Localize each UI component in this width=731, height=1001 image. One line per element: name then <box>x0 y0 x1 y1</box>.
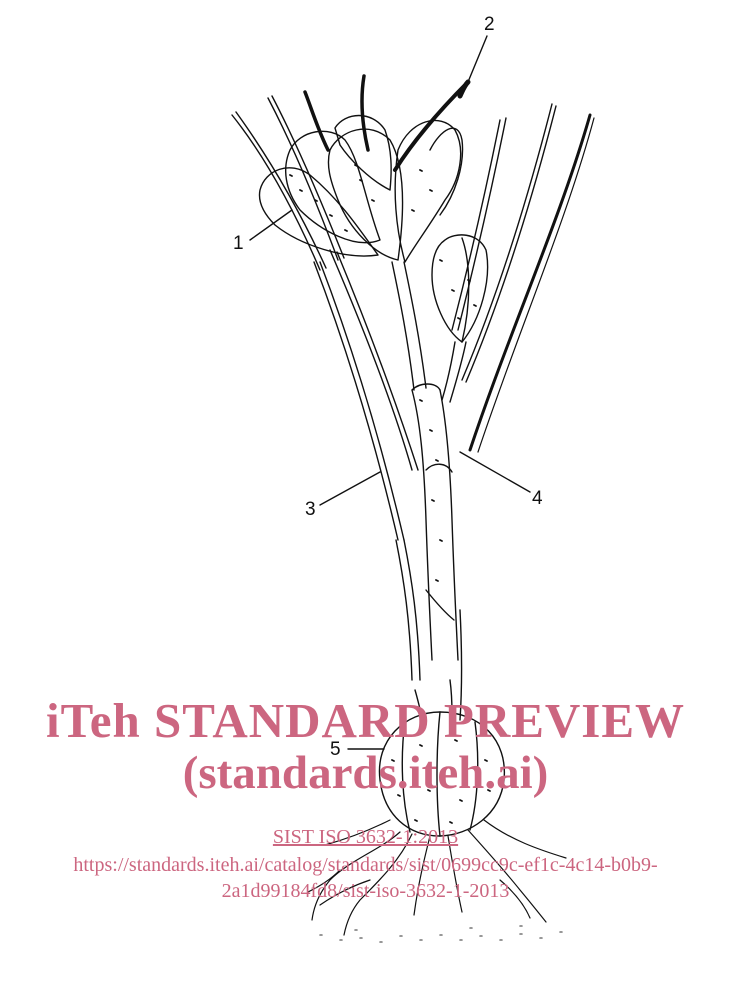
watermark-title: iTeh STANDARD PREVIEW <box>0 692 731 749</box>
callout-label-3: 3 <box>305 500 316 519</box>
leader-line-2 <box>468 36 487 82</box>
watermark-url-line-1: https://standards.iteh.ai/catalog/standa… <box>0 854 731 877</box>
leader-lines <box>250 36 530 749</box>
callout-label-4: 4 <box>532 489 543 508</box>
watermark-standard-link[interactable]: SIST ISO 3632-1:2013 <box>0 826 731 849</box>
watermark-url-line-2: 2a1d99184fd8/sist-iso-3632-1-2013 <box>0 880 731 903</box>
flower-bud <box>432 235 488 402</box>
leader-line-3 <box>320 472 380 505</box>
soil <box>320 926 562 942</box>
leader-line-4 <box>460 452 530 492</box>
callout-label-2: 2 <box>484 15 495 34</box>
callout-label-1: 1 <box>233 234 244 253</box>
watermark-subtitle: (standards.iteh.ai) <box>0 746 731 800</box>
leader-line-1 <box>250 210 292 240</box>
open-flower <box>260 116 463 263</box>
